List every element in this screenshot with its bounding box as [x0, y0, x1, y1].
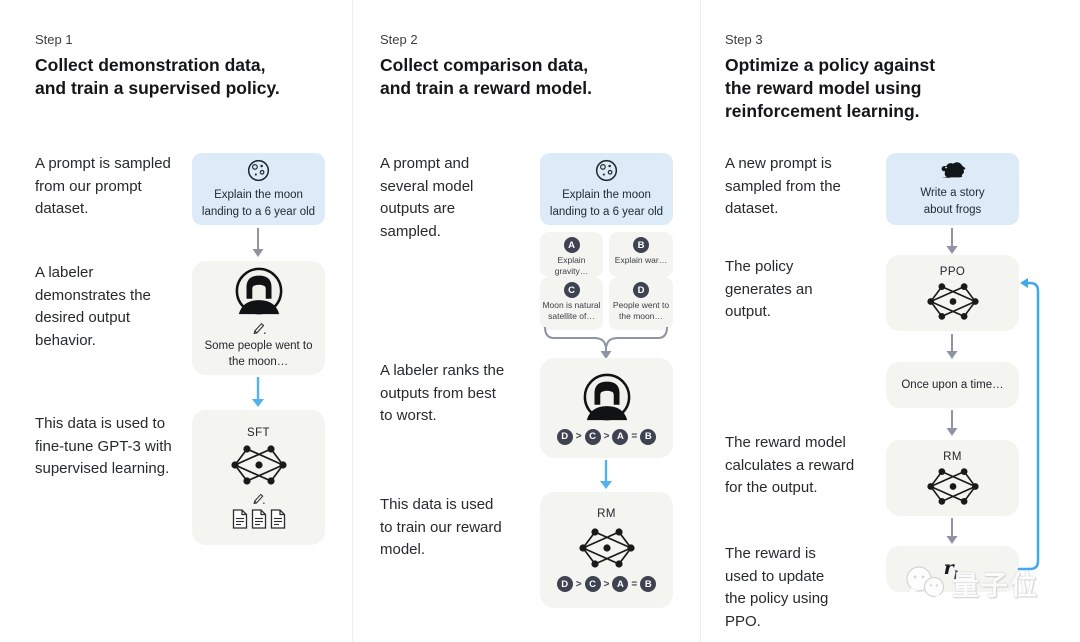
- prompt-text: Explain the moon landing to a 6 year old: [201, 189, 316, 218]
- down-arrow-icon: [252, 228, 264, 257]
- output-box-b: B Explain war…: [609, 232, 673, 277]
- step3-output-box: Once upon a time…: [886, 362, 1019, 408]
- prompt-text: Explain the moon landing to a 6 year old: [549, 189, 664, 218]
- rank-badge: D: [556, 576, 573, 592]
- ppo-label: PPO: [939, 265, 966, 278]
- rank-badge: B: [640, 428, 657, 445]
- step3-caption-policy: The policy generates an output.: [725, 258, 813, 320]
- neural-network-icon: [927, 467, 979, 506]
- step2-prompt-box: Explain the moon landing to a 6 year old: [540, 153, 673, 225]
- output-badge-b: B: [633, 237, 649, 253]
- step2-label: Step 2: [380, 32, 418, 47]
- frog-icon: [940, 160, 966, 181]
- output-box-d: D People went to the moon…: [609, 277, 673, 330]
- down-arrow-blue-icon: [600, 460, 612, 489]
- column-divider: [352, 0, 353, 642]
- step2-caption-labeler: A labeler ranks the outputs from best to…: [380, 362, 505, 424]
- output-box-a: A Explain gravity…: [540, 232, 603, 277]
- step3-title: Optimize a policy against the reward mod…: [725, 55, 936, 122]
- rank-separator: >: [603, 431, 610, 442]
- output-badge-d: D: [633, 282, 649, 298]
- merge-brace-arrow-icon: [544, 327, 668, 359]
- output-badge-a: A: [563, 237, 580, 253]
- rank-separator: >: [603, 578, 610, 590]
- rank-separator: >: [575, 578, 582, 590]
- moon-icon: [246, 158, 271, 183]
- pencil-icon: [252, 320, 266, 334]
- rank-badge: D: [556, 428, 573, 445]
- step1-caption-prompt: A prompt is sampled from our prompt data…: [35, 155, 171, 217]
- rm-label: RM: [943, 450, 962, 463]
- ranking-row: D > C > A = B: [556, 576, 657, 592]
- step2-labeler-box: D > C > A = B: [540, 358, 673, 458]
- prompt-text: Write a story about frogs: [920, 187, 985, 216]
- step2-caption-data: This data is used to train our reward mo…: [380, 496, 502, 558]
- step1-title: Collect demonstration data, and train a …: [35, 55, 280, 99]
- step1-caption-data: This data is used to fine-tune GPT-3 wit…: [35, 415, 172, 477]
- policy-output-text: Once upon a time…: [901, 378, 1004, 391]
- output-text-b: Explain war…: [614, 255, 668, 265]
- rank-separator: =: [631, 578, 638, 590]
- step3-caption-reward: The reward model calculates a reward for…: [725, 434, 855, 496]
- step3-prompt-box: Write a story about frogs: [886, 153, 1019, 225]
- output-text-d: People went to the moon…: [612, 300, 670, 322]
- step2-rm-box: RM D > C > A = B: [540, 492, 673, 608]
- down-arrow-icon: [946, 518, 958, 544]
- rank-badge: A: [612, 576, 629, 592]
- step3-ppo-box: PPO: [886, 255, 1019, 331]
- neural-network-icon: [579, 527, 635, 569]
- rank-badge: C: [584, 576, 601, 592]
- step3-rm-box: RM: [886, 440, 1019, 516]
- labeler-icon: [234, 266, 284, 316]
- step1-sft-box: SFT: [192, 410, 325, 545]
- output-text-c: Moon is natural satellite of…: [542, 300, 601, 322]
- down-arrow-icon: [946, 228, 958, 254]
- labeler-icon: [582, 372, 632, 422]
- watermark: 量子位: [903, 563, 1039, 603]
- feedback-loop-arrow-icon: [1017, 278, 1040, 571]
- step1-labeler-box: Some people went to the moon…: [192, 261, 325, 375]
- neural-network-icon: [927, 282, 979, 321]
- reward-symbol: rk: [943, 556, 962, 582]
- sft-label: SFT: [247, 426, 270, 439]
- rank-badge: A: [612, 428, 629, 445]
- step3-caption-prompt: A new prompt is sampled from the dataset…: [725, 155, 841, 217]
- down-arrow-icon: [946, 410, 958, 436]
- pencil-icon: [252, 491, 265, 504]
- step1-prompt-box: Explain the moon landing to a 6 year old: [192, 153, 325, 225]
- down-arrow-icon: [946, 334, 958, 359]
- step2-title: Collect comparison data, and train a rew…: [380, 55, 592, 99]
- step2-caption-prompt: A prompt and several model outputs are s…: [380, 155, 474, 240]
- output-box-c: C Moon is natural satellite of…: [540, 277, 603, 330]
- step1-label: Step 1: [35, 32, 73, 47]
- rank-badge: B: [640, 576, 657, 592]
- rm-label: RM: [597, 508, 616, 520]
- documents-icon: [232, 509, 286, 529]
- output-badge-c: C: [563, 282, 580, 298]
- column-divider: [700, 0, 701, 642]
- neural-network-icon: [231, 444, 287, 486]
- wechat-icon: [906, 566, 945, 600]
- ranking-row: D > C > A = B: [556, 428, 657, 445]
- labeler-demo-text: Some people went to the moon…: [204, 339, 313, 368]
- step3-label: Step 3: [725, 32, 763, 47]
- moon-icon: [594, 158, 619, 183]
- step3-caption-update: The reward is used to update the policy …: [725, 545, 829, 630]
- step1-caption-labeler: A labeler demonstrates the desired outpu…: [35, 264, 151, 349]
- watermark-text: 量子位: [952, 570, 1039, 601]
- down-arrow-blue-icon: [252, 377, 264, 407]
- rank-separator: >: [575, 431, 582, 442]
- rank-badge: C: [584, 428, 601, 445]
- rank-separator: =: [631, 431, 638, 442]
- output-text-a: Explain gravity…: [554, 255, 589, 277]
